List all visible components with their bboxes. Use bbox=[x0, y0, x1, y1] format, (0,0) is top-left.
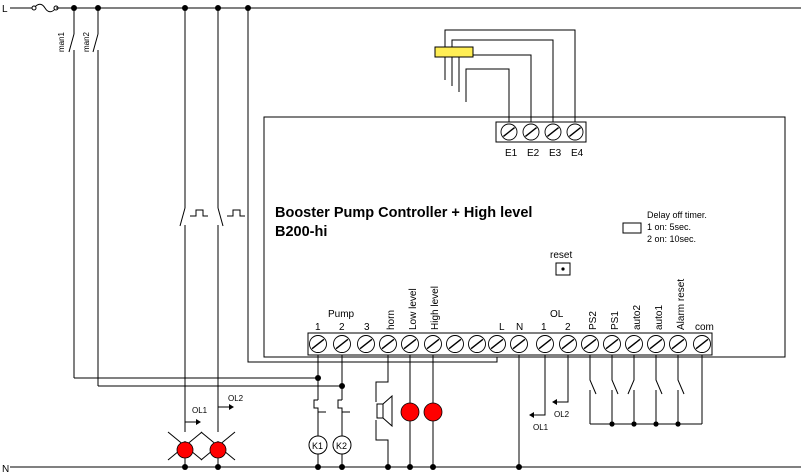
high-level-lamp bbox=[423, 355, 443, 467]
ol-group-label: OL bbox=[550, 309, 564, 320]
terminal-auto2-label: auto2 bbox=[632, 305, 643, 330]
fuse bbox=[10, 3, 59, 13]
ol-return-contacts: OL1 OL2 bbox=[529, 355, 570, 432]
terminal-pump1-label: 1 bbox=[315, 322, 321, 333]
screw-terminal bbox=[669, 335, 687, 353]
manual-switch-man2: man2 bbox=[82, 8, 99, 386]
contactor-k1: K1 bbox=[308, 355, 328, 467]
controller-enclosure bbox=[263, 116, 786, 358]
screw-terminal bbox=[581, 335, 599, 353]
ol2-label-left: OL2 bbox=[228, 394, 244, 403]
controller-model: B200-hi bbox=[275, 224, 327, 240]
screw-terminal bbox=[603, 335, 621, 353]
electrode-e1-label: E1 bbox=[505, 148, 518, 159]
terminal-n-label: N bbox=[516, 322, 523, 333]
screw-terminal bbox=[424, 335, 442, 353]
electrode-probes bbox=[434, 29, 576, 122]
controller-title: Booster Pump Controller + High level bbox=[275, 205, 532, 221]
rail-l-label: L bbox=[2, 4, 8, 15]
pump-lamp-2 bbox=[200, 431, 236, 467]
k2-label: K2 bbox=[336, 441, 347, 451]
delay-option-1: 1 on: 5sec. bbox=[647, 222, 691, 232]
terminal-ps1-label: PS1 bbox=[610, 311, 621, 330]
terminal-horn-label: horn bbox=[386, 310, 397, 330]
reset-label: reset bbox=[550, 250, 572, 261]
man1-label: man1 bbox=[57, 31, 66, 52]
screw-terminal bbox=[468, 335, 486, 353]
screw-terminal bbox=[510, 335, 528, 353]
contactor-k2: K2 bbox=[332, 355, 352, 467]
screw-terminal bbox=[309, 335, 327, 353]
screw-terminal bbox=[446, 335, 464, 353]
terminal-high-level-label: High level bbox=[430, 286, 441, 330]
terminal-low-level-label: Low level bbox=[408, 288, 419, 330]
terminal-pump2-label: 2 bbox=[339, 322, 345, 333]
ol2-circuit: OL2 bbox=[217, 8, 245, 432]
ol1-label-right: OL1 bbox=[533, 423, 549, 432]
screw-terminal bbox=[357, 335, 375, 353]
terminal-l-label: L bbox=[499, 322, 505, 333]
screw-terminal bbox=[693, 335, 711, 353]
manual-switch-man1: man1 bbox=[57, 8, 75, 378]
electrode-e3-label: E3 bbox=[549, 148, 562, 159]
electrode-e2-label: E2 bbox=[527, 148, 540, 159]
pump-group-label: Pump bbox=[328, 309, 355, 320]
low-level-lamp bbox=[400, 355, 420, 467]
delay-option-2: 2 on: 10sec. bbox=[647, 234, 696, 244]
screw-terminal bbox=[559, 335, 577, 353]
screw-terminal bbox=[536, 335, 554, 353]
terminal-ol2-label: 2 bbox=[565, 322, 571, 333]
electrode-screw-terminal bbox=[544, 123, 562, 141]
delay-title: Delay off timer. bbox=[647, 210, 707, 220]
man2-label: man2 bbox=[82, 31, 91, 52]
screw-terminal bbox=[625, 335, 643, 353]
ol1-label-left: OL1 bbox=[192, 406, 208, 415]
rail-n-label: N bbox=[2, 464, 9, 475]
terminal-ol1-label: 1 bbox=[541, 322, 547, 333]
terminal-com-label: com bbox=[695, 322, 714, 333]
screw-terminal bbox=[333, 335, 351, 353]
terminal-pump3-label: 3 bbox=[364, 322, 370, 333]
electrode-screw-terminal bbox=[566, 123, 584, 141]
electrode-screw-terminal bbox=[522, 123, 540, 141]
electrode-screw-terminal bbox=[500, 123, 518, 141]
ol2-label-right: OL2 bbox=[554, 410, 570, 419]
terminal-alarm-reset-label: Alarm reset bbox=[676, 279, 687, 330]
terminal-auto1-label: auto1 bbox=[654, 305, 665, 330]
reset-button[interactable] bbox=[555, 262, 571, 276]
pump-lamp-1 bbox=[167, 431, 203, 467]
screw-terminal bbox=[488, 335, 506, 353]
horn bbox=[375, 355, 393, 467]
screw-terminal bbox=[379, 335, 397, 353]
delay-dip-switch[interactable] bbox=[622, 222, 642, 234]
electrode-e4-label: E4 bbox=[571, 148, 584, 159]
terminal-ps2-label: PS2 bbox=[588, 311, 599, 330]
float-switch bbox=[434, 46, 474, 58]
screw-terminal bbox=[401, 335, 419, 353]
screw-terminal bbox=[647, 335, 665, 353]
k1-label: K1 bbox=[312, 441, 323, 451]
ol1-circuit: OL1 bbox=[179, 8, 208, 432]
input-switches bbox=[589, 355, 703, 425]
electrode-terminal-block bbox=[495, 121, 587, 143]
